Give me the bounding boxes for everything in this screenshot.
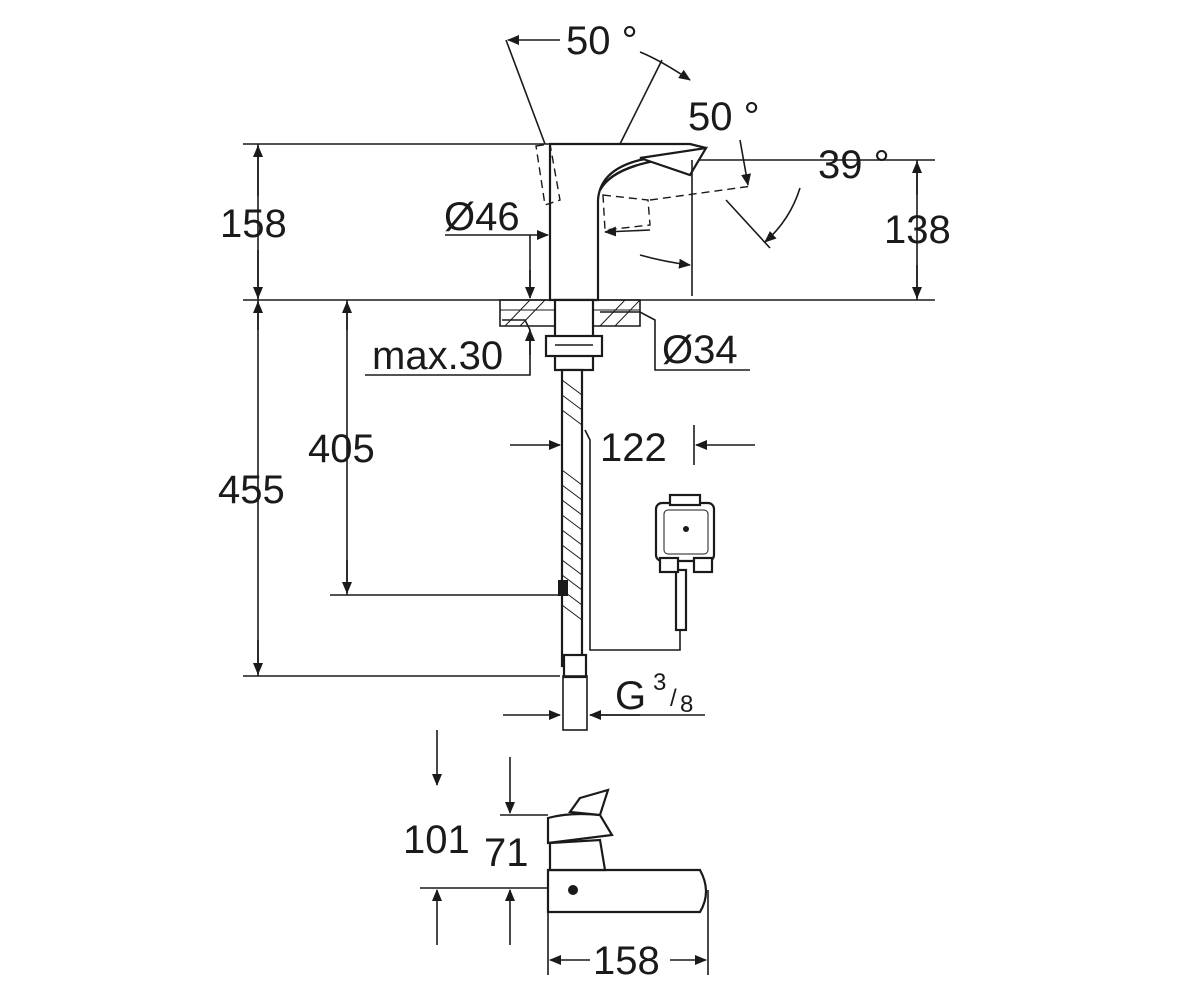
label-angle-right: 50 ° (688, 95, 760, 139)
label-diameter-46: Ø46 (444, 195, 520, 239)
label-plan-71: 71 (484, 831, 529, 875)
label-height-158: 158 (220, 202, 287, 246)
control-box (654, 493, 716, 574)
angle-lines (505, 35, 801, 296)
label-thread-slash: / (670, 685, 677, 712)
label-thread-denominator: 8 (680, 691, 693, 718)
dimension-arrows (253, 144, 922, 720)
reference-lines (243, 143, 935, 677)
label-offset-122: 122 (600, 426, 667, 470)
label-thread-g: G (615, 674, 646, 718)
counter-hatch (504, 299, 641, 327)
faucet-plan-view (420, 730, 709, 975)
label-diameter-34: Ø34 (662, 328, 738, 372)
label-length-405: 405 (308, 427, 375, 471)
label-angle-top: 50 ° (566, 19, 638, 63)
label-angle-spout: 39 ° (818, 143, 890, 187)
faucet-side-view (499, 142, 753, 731)
label-length-455: 455 (218, 468, 285, 512)
label-max-30: max.30 (372, 334, 503, 378)
label-height-138: 138 (884, 208, 951, 252)
label-plan-101: 101 (403, 818, 470, 862)
dimension-labels: 50 ° 50 ° 39 ° 158 138 Ø46 Ø34 max.30 40… (218, 19, 951, 983)
label-plan-158: 158 (593, 939, 660, 983)
label-thread-numerator: 3 (653, 669, 666, 696)
